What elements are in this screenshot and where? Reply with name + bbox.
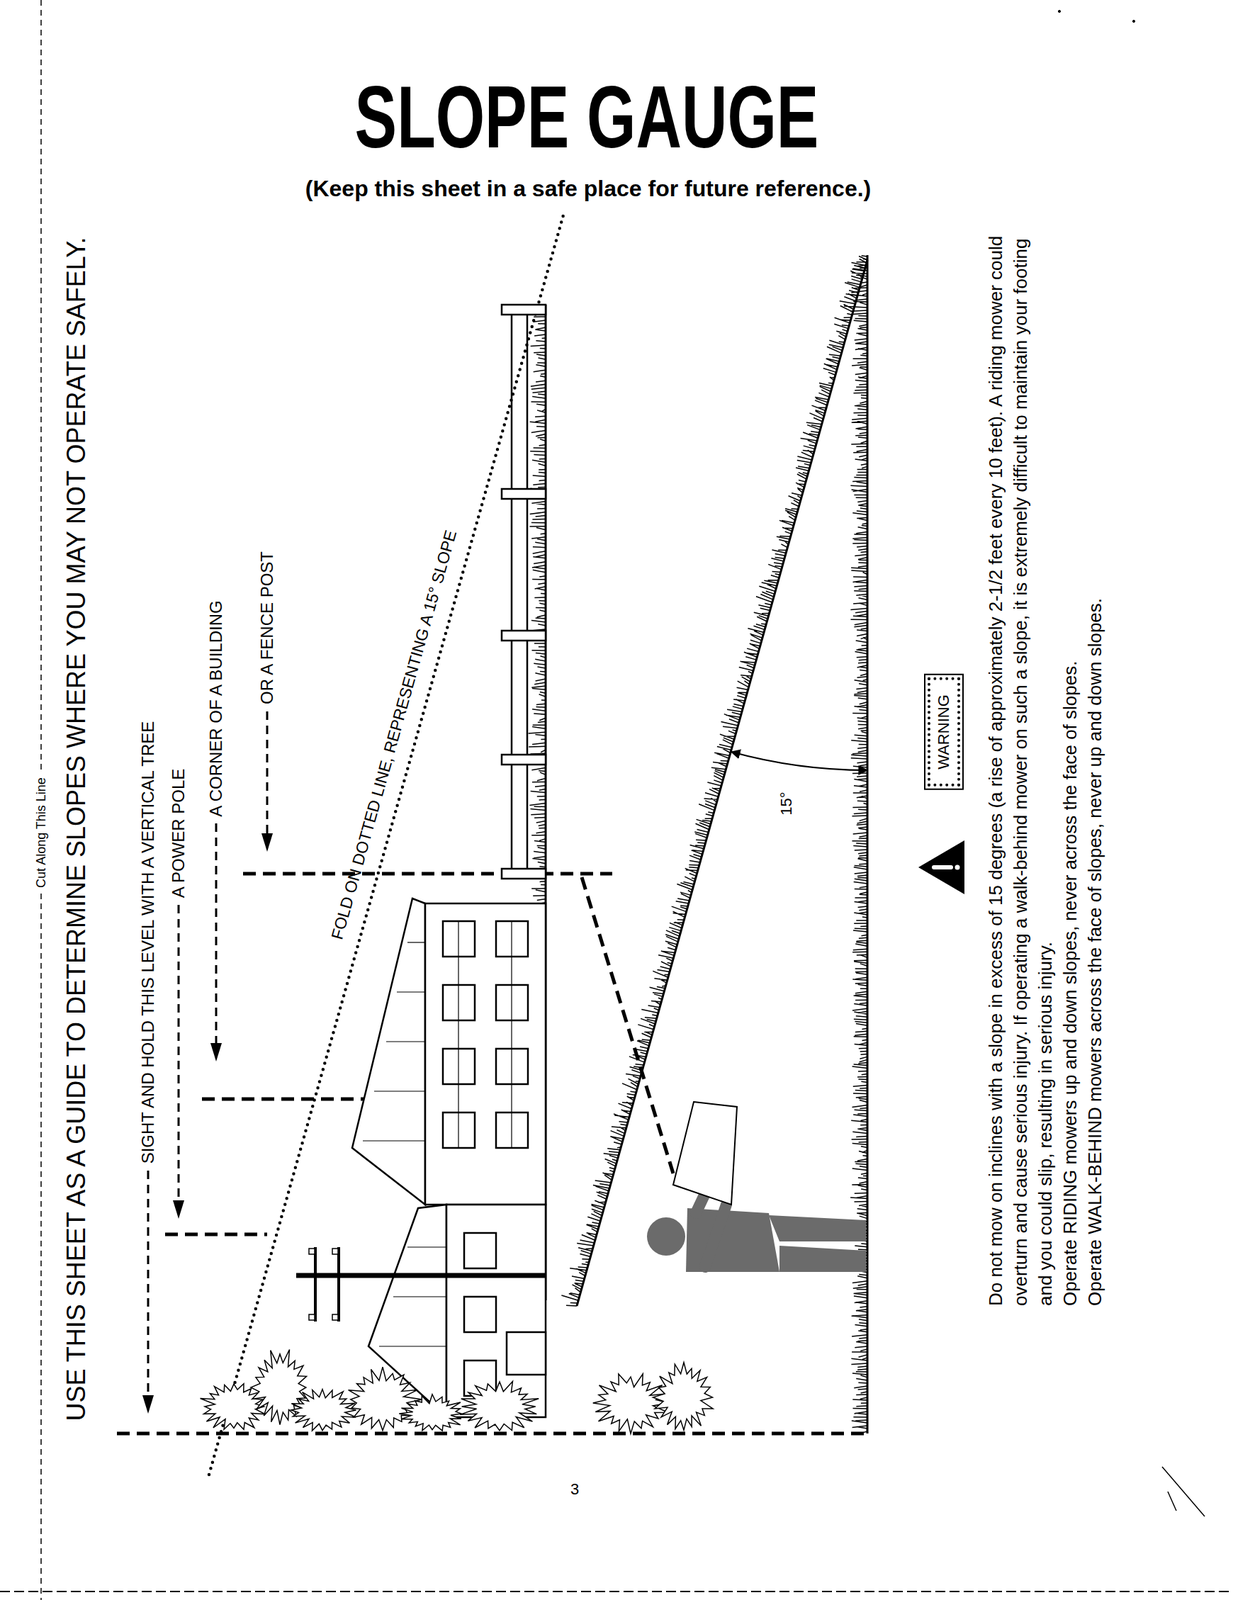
leader-arrow	[142, 1395, 154, 1414]
fence	[501, 488, 546, 499]
fence	[501, 868, 546, 879]
house	[510, 921, 512, 1148]
leader-arrow	[40, 0, 42, 772]
fence	[501, 304, 546, 315]
house	[386, 1040, 426, 1042]
level-lines	[201, 1097, 368, 1102]
house	[374, 1090, 426, 1092]
power-pole	[332, 1314, 339, 1321]
angle-arc	[731, 751, 868, 771]
sight-label: OR A FENCE POST	[257, 551, 278, 705]
bush	[459, 1381, 539, 1431]
house	[362, 1140, 426, 1141]
level-lines	[165, 1233, 268, 1237]
leader-arrow	[215, 823, 218, 1045]
subtitle: (Keep this sheet in a safe place for fut…	[305, 175, 871, 202]
house	[396, 991, 426, 993]
bush	[593, 1374, 669, 1434]
ground-lines	[545, 255, 868, 1434]
angle-label: 15°	[777, 791, 796, 815]
leader-arrow	[172, 1200, 185, 1219]
leader-arrow	[41, 0, 273, 1600]
person	[646, 1217, 686, 1256]
warning-triangle	[918, 840, 965, 895]
fence	[501, 304, 546, 879]
leader-arrow	[266, 711, 269, 835]
leader-arrow	[147, 1170, 150, 1397]
leader-arrow	[40, 893, 42, 1600]
bush	[291, 1389, 357, 1431]
warning-block: Do not mow on inclines with a slope in e…	[982, 234, 1107, 1306]
power-pole	[332, 1248, 339, 1255]
level-lines	[581, 877, 674, 1174]
power-pole	[337, 1247, 341, 1322]
house	[407, 1246, 447, 1248]
power-pole	[308, 1248, 315, 1255]
sight-label: A POWER POLE	[168, 768, 189, 898]
fold-label: FOLD ON DOTTED LINE, REPRESENTING A 15° …	[327, 527, 460, 942]
level-lines	[116, 873, 868, 1434]
bush	[398, 1394, 462, 1431]
house	[352, 898, 426, 1205]
house	[506, 1332, 546, 1375]
warning-triangle	[933, 865, 951, 870]
page-border	[1132, 19, 1135, 22]
house	[457, 921, 459, 1148]
person	[673, 1101, 737, 1205]
person	[768, 1215, 866, 1242]
house	[379, 1345, 447, 1347]
house	[407, 941, 426, 943]
house	[446, 1204, 546, 1418]
power-pole	[308, 1314, 315, 1321]
fold-line	[209, 212, 565, 1475]
grass	[528, 255, 869, 1434]
power-pole	[296, 1247, 546, 1322]
person	[779, 1245, 866, 1272]
leader-arrow	[261, 833, 273, 852]
bush	[200, 1383, 266, 1430]
fence	[510, 306, 514, 879]
leader-arrow	[177, 904, 180, 1202]
level-lines	[243, 872, 613, 876]
cut-line-label: Cut Along This Line	[34, 777, 49, 888]
page-border	[1162, 1466, 1205, 1517]
angle-arc	[731, 751, 868, 771]
page-number: 3	[570, 1480, 579, 1499]
sight-label: SIGHT AND HOLD THIS LEVEL WITH A VERTICA…	[138, 720, 159, 1164]
house	[393, 1296, 447, 1297]
fold-line	[209, 212, 565, 1475]
grass	[561, 256, 868, 1307]
heading: USE THIS SHEET AS A GUIDE TO DETERMINE S…	[61, 236, 91, 1421]
warning-box: WARNING	[927, 677, 961, 787]
fence	[501, 630, 546, 641]
house	[464, 1233, 497, 1269]
person	[685, 1208, 780, 1272]
leader-arrow	[210, 1043, 222, 1062]
sight-label: A CORNER OF A BUILDING	[206, 600, 227, 817]
warning-text: Operate RIDING mowers up and down slopes…	[1057, 234, 1083, 1306]
title: SLOPE GAUGE	[355, 72, 820, 161]
fence	[526, 306, 529, 879]
house	[352, 898, 546, 1418]
power-pole	[313, 1247, 317, 1322]
bush	[200, 1349, 713, 1435]
fence	[501, 754, 546, 765]
house	[464, 1296, 497, 1333]
warning-text: Operate WALK-BEHIND mowers across the fa…	[1082, 234, 1107, 1306]
level-lines	[116, 1432, 868, 1436]
house	[425, 903, 546, 1205]
person	[646, 1101, 866, 1272]
warning-triangle	[918, 840, 965, 895]
page-border	[0, 1590, 1233, 1593]
power-pole	[296, 1273, 546, 1279]
warning-word: WARNING	[934, 694, 954, 770]
warning-text: Do not mow on inclines with a slope in e…	[982, 234, 1058, 1306]
warning-triangle	[955, 865, 961, 871]
page-border	[1057, 9, 1061, 13]
bush	[652, 1362, 713, 1431]
page-border	[0, 9, 1233, 1592]
page-border	[1167, 1491, 1177, 1511]
